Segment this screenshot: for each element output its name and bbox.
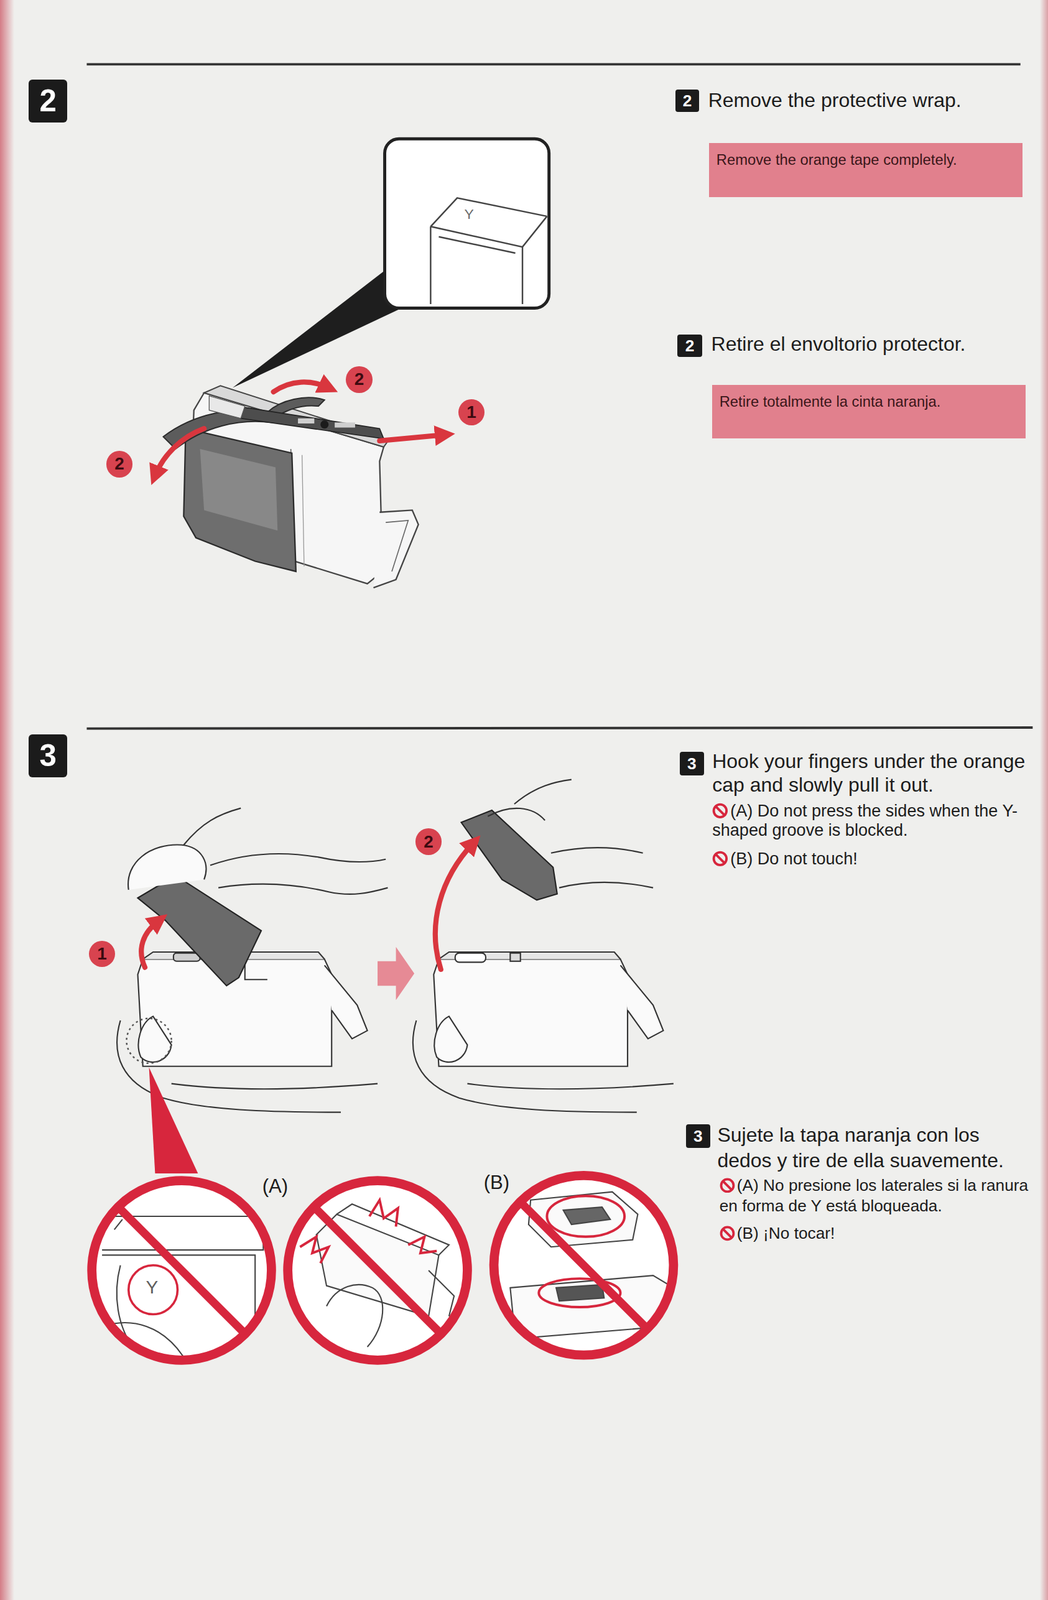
warning-text: (B) Do not touch! <box>712 848 1029 869</box>
prohibition-icon <box>712 850 729 868</box>
number-text: 2 <box>423 832 434 853</box>
section-rule <box>86 727 1033 729</box>
zoom-box <box>384 138 550 308</box>
step-number: 3 <box>28 734 68 778</box>
step-number: 2 <box>677 334 702 358</box>
prohibition-symbol <box>493 1175 674 1356</box>
warning-text: (A) No presione los laterales si la ranu… <box>719 1175 1037 1217</box>
paper-edge <box>1039 0 1048 1600</box>
step-number: 3 <box>679 751 705 776</box>
hand-and-cartridge <box>116 808 388 1113</box>
number-text: 3 <box>687 754 697 774</box>
cartridge-detail <box>430 197 547 305</box>
motion-arrow <box>141 920 160 968</box>
focus-circle <box>126 1018 172 1064</box>
number-text: 2 <box>685 336 695 356</box>
number-text: 2 <box>354 369 365 390</box>
label-text: (A) No presione los laterales si la ranu… <box>719 1176 1029 1216</box>
callout-number: 1 <box>458 399 486 427</box>
callout-number: 2 <box>345 366 373 394</box>
warning-text: (B) ¡No tocar! <box>719 1223 1037 1244</box>
cartridge-drawing <box>163 385 419 588</box>
number-text: 1 <box>466 402 477 423</box>
step-heading: Sujete la tapa naranja con los dedos y t… <box>717 1122 1034 1174</box>
sequence-arrow <box>377 947 415 1001</box>
step-heading: Retire el envoltorio protector. <box>711 332 1039 357</box>
number-text: 2 <box>682 91 693 111</box>
figure-label: (B) <box>483 1171 511 1195</box>
label-text: (B) Do not touch! <box>730 848 858 869</box>
warning-text: (A) Do not press the sides when the Y-sh… <box>712 801 1029 840</box>
step-heading: Remove the protective wrap. <box>708 88 1035 113</box>
hand-and-cartridge <box>412 779 674 1113</box>
number-text: 3 <box>39 738 56 774</box>
number-text: 2 <box>114 454 125 474</box>
label-text: (B) ¡No tocar! <box>737 1224 836 1243</box>
zoom-leader <box>149 1067 199 1174</box>
callout-number: 1 <box>88 941 116 968</box>
label-text: Remove the protective wrap. <box>708 88 962 112</box>
number-text: 1 <box>97 944 107 965</box>
prohibition-symbol <box>92 1181 272 1361</box>
prohibition-icon <box>712 802 729 820</box>
warning-note: Retire totalmente la cinta naranja. <box>712 384 1026 440</box>
label-text: Y <box>464 205 474 223</box>
callout-number: 2 <box>415 828 443 856</box>
label-text: (A) Do not press the sides when the Y-sh… <box>712 801 1018 840</box>
step-number: 3 <box>686 1124 711 1149</box>
number-text: 2 <box>39 83 56 119</box>
label-text: Hook your fingers under the orange cap a… <box>712 750 1025 797</box>
motion-arrow <box>154 381 445 476</box>
label-text: Y <box>146 1276 159 1298</box>
figure-label: (A) <box>262 1175 289 1198</box>
label-text: (A) <box>262 1175 289 1198</box>
number-text: 3 <box>693 1126 703 1146</box>
label-text: Retire el envoltorio protector. <box>711 332 966 356</box>
step-number: 2 <box>675 89 700 112</box>
prohibition-symbol <box>287 1181 468 1364</box>
motion-arrow <box>435 842 474 970</box>
note-text: Remove the orange tape completely. <box>716 151 1016 168</box>
color-letter: Y <box>146 1277 159 1299</box>
note-text: Retire totalmente la cinta naranja. <box>719 393 1019 410</box>
section-rule <box>86 62 1021 66</box>
callout-number: 2 <box>106 450 134 478</box>
color-letter: Y <box>464 205 474 223</box>
label-text: Sujete la tapa naranja con los dedos y t… <box>717 1123 1004 1172</box>
step-heading: Hook your fingers under the orange cap a… <box>712 750 1029 797</box>
prohibition-icon <box>719 1177 736 1194</box>
paper-edge <box>0 0 15 1600</box>
label-text: (B) <box>483 1171 511 1194</box>
prohibition-icon <box>719 1225 736 1242</box>
warning-note: Remove the orange tape completely. <box>709 143 1023 198</box>
step-number: 2 <box>28 79 68 123</box>
